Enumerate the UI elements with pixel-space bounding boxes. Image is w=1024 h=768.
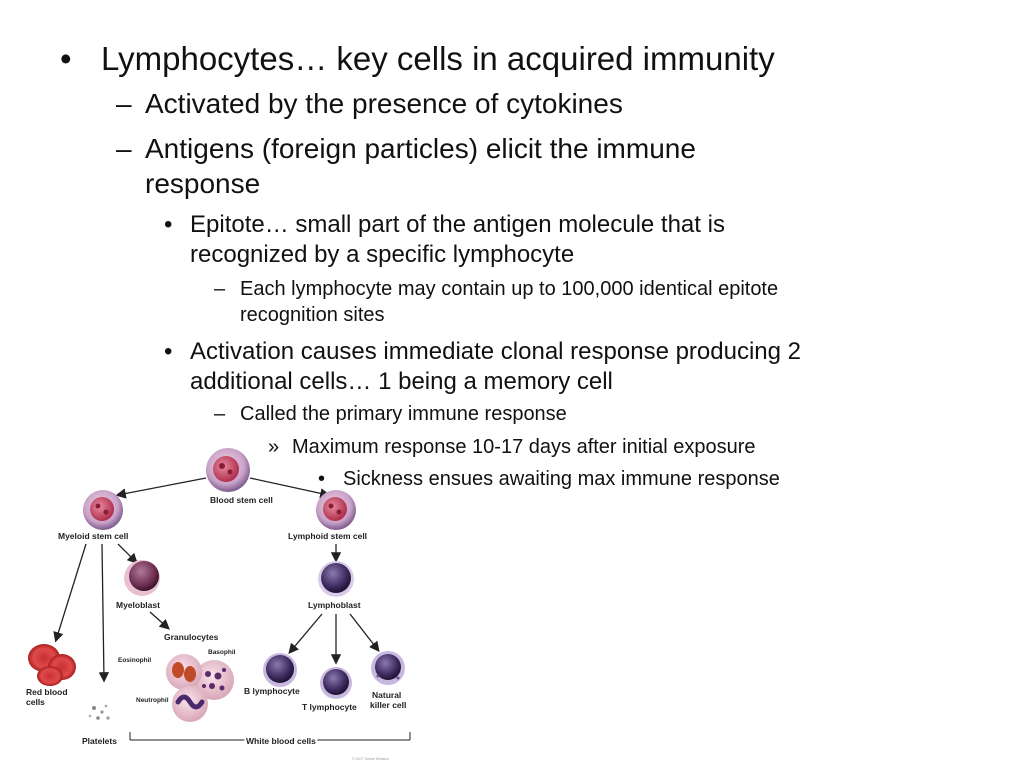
label-neutrophil: Neutrophil [136, 697, 169, 704]
bullet-text: Activated by the presence of cytokines [145, 88, 623, 119]
dash-marker: – [214, 403, 226, 425]
chevron-marker: » [268, 436, 280, 458]
neutrophil-icon [172, 686, 208, 722]
label-t-lymphocyte: T lymphocyte [302, 702, 357, 712]
bullet-marker: • [60, 40, 72, 77]
lymphoblast-icon [318, 561, 354, 597]
label-lymphoid-stem-cell: Lymphoid stem cell [288, 531, 367, 541]
label-red-blood-cells-2: cells [26, 697, 45, 707]
label-myeloid-stem-cell: Myeloid stem cell [58, 531, 128, 541]
bullet-marker: • [318, 468, 326, 490]
bullet-text: Each lymphocyte may contain up to 100,00… [240, 278, 779, 300]
bullet-text: Lymphocytes… key cells in acquired immun… [101, 40, 775, 77]
label-blood-stem-cell: Blood stem cell [210, 495, 273, 505]
label-red-blood-cells-1: Red blood [26, 687, 68, 697]
bullet-text: Sickness ensues awaiting max immune resp… [343, 468, 780, 490]
bullet-text-cont: response [145, 168, 261, 199]
label-natural-killer-1: Natural [372, 690, 401, 700]
lymphoid-stem-cell-icon [316, 490, 356, 530]
natural-killer-cell-icon [371, 651, 405, 685]
bullet-text-cont: recognized by a specific lymphocyte [190, 241, 575, 268]
bullet-text-cont: additional cells… 1 being a memory cell [190, 368, 613, 395]
bullet-text: Maximum response 10-17 days after initia… [292, 436, 756, 458]
label-platelets: Platelets [82, 736, 117, 746]
bullet-text: Activation causes immediate clonal respo… [190, 338, 802, 365]
eosinophil-icon [166, 654, 202, 690]
t-lymphocyte-icon [320, 667, 352, 699]
bullet-text: Antigens (foreign particles) elicit the … [145, 133, 696, 164]
label-basophil: Basophil [208, 649, 236, 656]
blood-stem-cell-icon [206, 448, 250, 492]
blood-cell-diagram: Blood stem cell Myeloid stem cell Lympho… [26, 448, 411, 761]
copyright-note: © 2007 Terese Winslow [352, 757, 389, 761]
label-granulocytes: Granulocytes [164, 632, 219, 642]
basophil-icon [194, 660, 234, 700]
myeloblast-icon [124, 560, 160, 596]
red-blood-cells-icon [28, 644, 76, 686]
white-blood-cells-bracket [129, 732, 411, 741]
label-myeloblast: Myeloblast [116, 600, 160, 610]
dash-marker: – [116, 88, 132, 119]
label-natural-killer-2: killer cell [370, 700, 406, 710]
dash-marker: – [116, 133, 132, 164]
dash-marker: – [214, 278, 226, 300]
bullet-text-cont: recognition sites [240, 304, 385, 326]
platelets-icon [88, 704, 110, 720]
bullet-text: Called the primary immune response [240, 403, 567, 425]
label-b-lymphocyte: B lymphocyte [244, 686, 300, 696]
bullet-marker: • [164, 338, 173, 365]
b-lymphocyte-icon [263, 653, 297, 687]
bullet-marker: • [164, 211, 173, 238]
bullet-text: Epitote… small part of the antigen molec… [190, 211, 725, 238]
label-eosinophil: Eosinophil [118, 657, 151, 664]
label-white-blood-cells: White blood cells [246, 736, 316, 746]
myeloid-stem-cell-icon [83, 490, 123, 530]
label-lymphoblast: Lymphoblast [308, 600, 361, 610]
